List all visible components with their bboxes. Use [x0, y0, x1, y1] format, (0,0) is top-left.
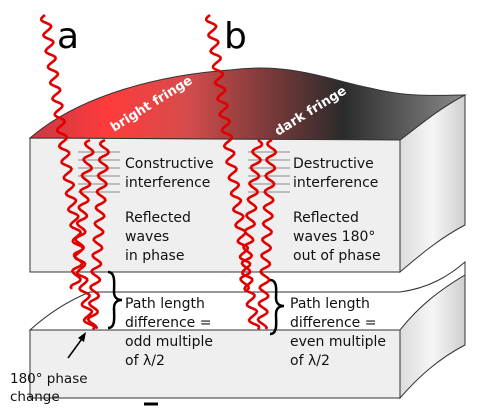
light-waves	[40, 13, 278, 331]
brace-a	[107, 270, 123, 330]
film-side-face	[399, 94, 466, 274]
panel-b-text: Destructive interference Reflected waves…	[290, 156, 386, 369]
brace-b	[269, 278, 285, 336]
reflected-wave-a-1	[69, 138, 95, 290]
reflected-a-line-3: in phase	[125, 248, 184, 264]
panel-letter-a: a	[57, 16, 79, 57]
constructive-line-1: Constructive	[125, 156, 214, 172]
destructive-line-1: Destructive	[293, 156, 374, 172]
path-a-line-1: Path length	[125, 296, 205, 312]
incident-wave-b	[205, 13, 261, 331]
reflected-wave-a-2	[86, 138, 111, 330]
constructive-line-2: interference	[125, 175, 210, 191]
path-b-line-1: Path length	[290, 296, 370, 312]
reflected-b-line-3: out of phase	[293, 248, 381, 264]
phase-change-arrowhead	[78, 332, 86, 342]
reflected-a-line-1: Reflected	[125, 210, 191, 226]
destructive-line-2: interference	[293, 175, 378, 191]
film-top-surface	[28, 67, 467, 141]
wavefront-marks-b	[248, 151, 290, 193]
path-b-line-3: even multiple	[290, 334, 386, 350]
substrate-side-face	[399, 274, 466, 400]
path-a-line-3: odd multiple	[125, 334, 213, 350]
path-a-line-2: difference =	[125, 315, 211, 331]
path-b-line-4: of λ/2	[290, 353, 330, 369]
panel-letter-b: b	[224, 16, 247, 57]
phase-change-line-2: change	[10, 389, 60, 405]
path-b-line-2: difference =	[290, 315, 376, 331]
panel-a-text: Constructive interference Reflected wave…	[125, 156, 214, 369]
incident-wave-a	[40, 13, 96, 331]
reflected-a-line-2: waves	[125, 229, 169, 245]
reflected-wave-b-2	[256, 138, 278, 330]
phase-change-line-1: 180° phase	[10, 371, 88, 387]
reflected-b-line-2: waves 180°	[293, 229, 375, 245]
reflected-b-line-1: Reflected	[293, 210, 359, 226]
reflected-wave-b-1	[239, 138, 264, 291]
phase-change-text: 180° phase change	[10, 371, 88, 405]
path-a-line-4: of λ/2	[125, 353, 165, 369]
